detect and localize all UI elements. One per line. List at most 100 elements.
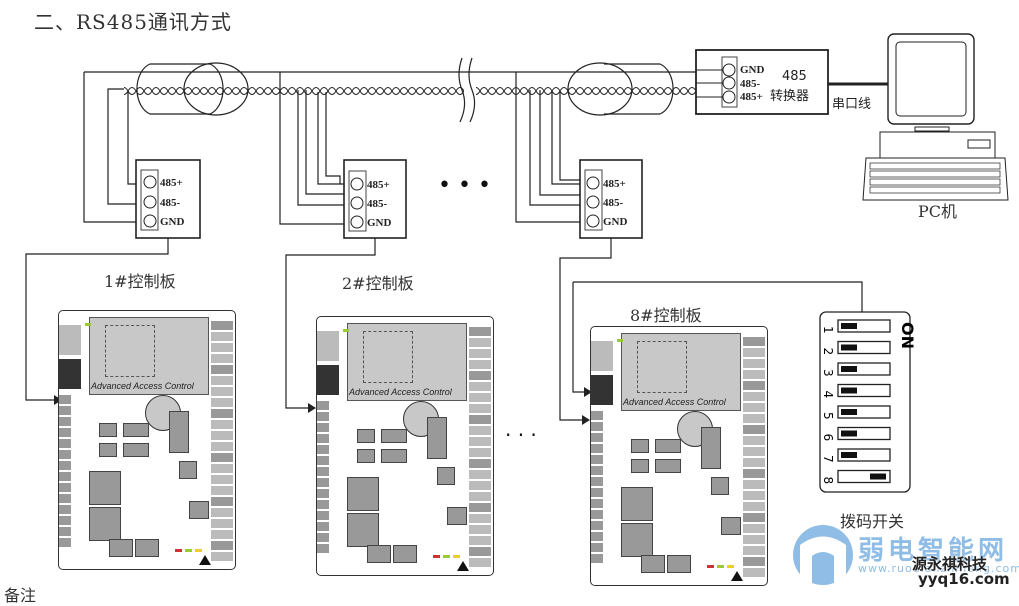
terminal-block-2: 485+ 485- GND [285, 159, 407, 413]
dip-number: 5 [821, 412, 835, 420]
watermark-company: 源永祺科技 [912, 555, 988, 573]
terminal-pin [211, 453, 233, 463]
cable-shield [604, 63, 674, 115]
terminal-pin [591, 477, 603, 486]
board-8-label: 8#控制板 [630, 306, 702, 325]
terminal-pin [743, 568, 765, 578]
terminal-pin [469, 426, 491, 436]
control-board-2: Advanced Access Control [316, 316, 494, 576]
component [89, 507, 121, 541]
terminal-pin [591, 510, 603, 519]
dip-switch-label: 拨码开关 [840, 512, 905, 531]
link-led [343, 329, 349, 332]
terminal-pin [317, 412, 329, 421]
terminal-pin [469, 382, 491, 392]
power-led [707, 565, 714, 568]
component [427, 417, 447, 459]
terminal-pin [317, 478, 329, 487]
dip-switch-toggle [841, 366, 857, 372]
component [109, 539, 133, 557]
terminal-pin [591, 455, 603, 464]
rj45-port [59, 325, 81, 355]
lcd-screen [621, 333, 741, 411]
component [667, 555, 691, 573]
run-led [717, 565, 724, 568]
terminal-pin [317, 434, 329, 443]
terminal-pin [743, 370, 765, 380]
component [447, 507, 467, 525]
power-led [433, 555, 440, 558]
terminal-pin [211, 409, 233, 419]
terminal-pin [743, 414, 765, 424]
terminal-pin [469, 470, 491, 480]
terminal-pin [743, 447, 765, 457]
drop-wires-8 [529, 90, 584, 206]
terminal-pin [211, 552, 233, 562]
break-mark [468, 57, 476, 123]
warning-icon [199, 555, 211, 565]
dip-switch-toggle [870, 473, 886, 480]
terminal-pin [591, 411, 603, 420]
terminal-pin [743, 502, 765, 512]
lcd-window [105, 325, 155, 377]
svg-text:485+: 485+ [367, 179, 390, 191]
terminal-pin [591, 521, 603, 530]
svg-text:GND: GND [367, 217, 392, 229]
svg-text:GND: GND [740, 64, 765, 76]
control-board-1: Advanced Access Control [58, 310, 236, 570]
terminal-pin [211, 387, 233, 397]
drop-wires-1 [107, 88, 140, 205]
terminal-pin [211, 530, 233, 540]
svg-text:485-: 485- [160, 197, 181, 209]
terminal-pin [59, 494, 71, 503]
terminal-pin [317, 511, 329, 520]
terminal-pin [211, 332, 233, 342]
terminal-pin [469, 415, 491, 425]
watermark-site-url: www.ruodianzhineng.com [858, 562, 1019, 575]
dip-switch-toggle [841, 344, 857, 351]
pc-computer-icon [862, 33, 1009, 201]
svg-text:485+: 485+ [740, 91, 763, 103]
svg-text:转换器: 转换器 [770, 89, 809, 104]
terminal-pin [591, 488, 603, 497]
terminal-pin [211, 420, 233, 430]
terminal-pin [743, 359, 765, 369]
terminal-pin [211, 497, 233, 507]
terminal-pin [211, 519, 233, 529]
svg-text:485-: 485- [740, 78, 761, 90]
terminal-pin [211, 398, 233, 408]
svg-text:485-: 485- [367, 198, 388, 210]
terminal-pin [743, 491, 765, 501]
terminal-pin [743, 436, 765, 446]
dip-number: 4 [821, 391, 835, 399]
terminal-pin [317, 456, 329, 465]
connector [317, 365, 339, 395]
terminal-pin [317, 500, 329, 509]
terminal-pin [469, 404, 491, 414]
rs485-diagram: 二、RS485通讯方式 [4, 10, 1019, 605]
terminal-pin [59, 450, 71, 459]
run-led [185, 549, 192, 552]
terminal-pin [211, 365, 233, 375]
cable-shield-end [567, 62, 633, 116]
dip-switch-toggle [841, 409, 857, 415]
watermark-site-name: 弱电智能网 [858, 536, 1009, 566]
terminal-pin [59, 439, 71, 448]
terminal-pin [469, 536, 491, 546]
terminal-pin [211, 486, 233, 496]
footer-note: 备注 [4, 586, 37, 605]
terminal-pin [211, 508, 233, 518]
cable-shield-end [183, 62, 249, 116]
terminal-pin [211, 376, 233, 386]
component [357, 429, 375, 443]
screen-text: Advanced Access Control [91, 381, 194, 391]
component [89, 471, 121, 505]
twisted-pair-cable [124, 57, 696, 123]
terminal-pin [469, 393, 491, 403]
terminal-pin [59, 395, 71, 404]
svg-text:GND: GND [603, 216, 628, 228]
lcd-window [363, 331, 413, 383]
terminal-pin [743, 458, 765, 468]
component [621, 523, 653, 557]
terminal-pin [469, 514, 491, 524]
